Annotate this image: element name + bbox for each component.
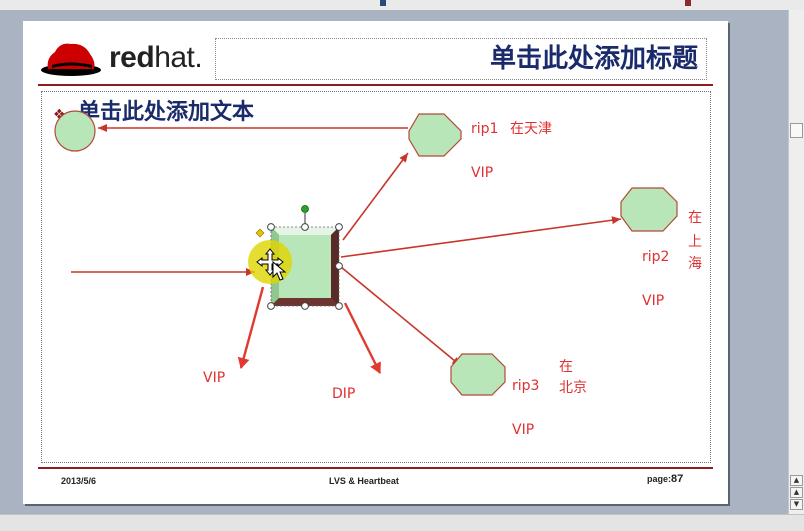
adjust-handle[interactable] — [255, 228, 265, 238]
rip2-location-char: 海 — [688, 256, 702, 272]
rip1-location-label: 在天津 — [510, 121, 552, 137]
rip3-location-top: 在 — [559, 359, 573, 375]
redhat-logo-text: redhat. — [109, 41, 203, 74]
rip3-server-node — [450, 353, 506, 396]
footer-date: 2013/5/6 — [61, 476, 97, 486]
content-placeholder[interactable] — [41, 91, 711, 463]
rip3-vip-label: VIP — [512, 422, 535, 438]
slide-title: 单击此处添加标题 — [489, 44, 698, 74]
scrollbar-thumb[interactable] — [790, 123, 803, 138]
rip2-location-char: 上 — [688, 234, 702, 250]
footer-rule — [38, 467, 713, 469]
redhat-fedora-logo-icon — [41, 43, 101, 76]
prev-slide-button[interactable]: ▲ — [790, 487, 803, 498]
rip1-vip-label: VIP — [471, 165, 494, 181]
lvs-diagram — [54, 110, 678, 396]
toolbar-marker — [380, 0, 386, 6]
status-bar — [0, 514, 804, 531]
scroll-up-button[interactable]: ▲ — [790, 475, 803, 486]
header-rule — [38, 84, 713, 86]
rip1-server-node — [408, 113, 462, 157]
slide-canvas[interactable]: redhat. 单击此处添加标题 ❖ 单击此处添加文本 — [23, 21, 728, 504]
rip2-label: rip2 — [642, 249, 670, 265]
rip1-label: rip1 — [471, 121, 499, 137]
director-to-rip1-arrow — [342, 152, 409, 241]
title-placeholder[interactable]: 单击此处添加标题 — [215, 38, 707, 80]
director-to-rip2-arrow — [340, 216, 622, 258]
rip2-location-char: 在 — [688, 210, 702, 226]
vip-interface-arrow — [237, 286, 265, 369]
vertical-scrollbar[interactable]: ▲ ▲ ▼ — [788, 10, 804, 514]
director-dip-label: DIP — [332, 386, 356, 402]
rip2-vip-label: VIP — [642, 293, 665, 309]
dip-interface-arrow — [343, 302, 382, 374]
director-vip-label: VIP — [203, 370, 226, 386]
footer-title: LVS & Heartbeat — [329, 476, 399, 486]
slide-subtitle: 单击此处添加文本 — [78, 100, 255, 125]
next-slide-button[interactable]: ▼ — [790, 499, 803, 510]
rotate-handle[interactable] — [301, 205, 309, 213]
director-to-rip3-arrow — [340, 266, 462, 367]
rip2-server-node — [620, 187, 678, 232]
rip3-label: rip3 — [512, 378, 540, 394]
footer-page: page:87 — [647, 473, 684, 485]
move-cursor-icon — [256, 248, 287, 281]
client-node — [54, 110, 96, 152]
toolbar-marker — [685, 0, 691, 6]
rip3-location-bottom: 北京 — [559, 380, 587, 396]
